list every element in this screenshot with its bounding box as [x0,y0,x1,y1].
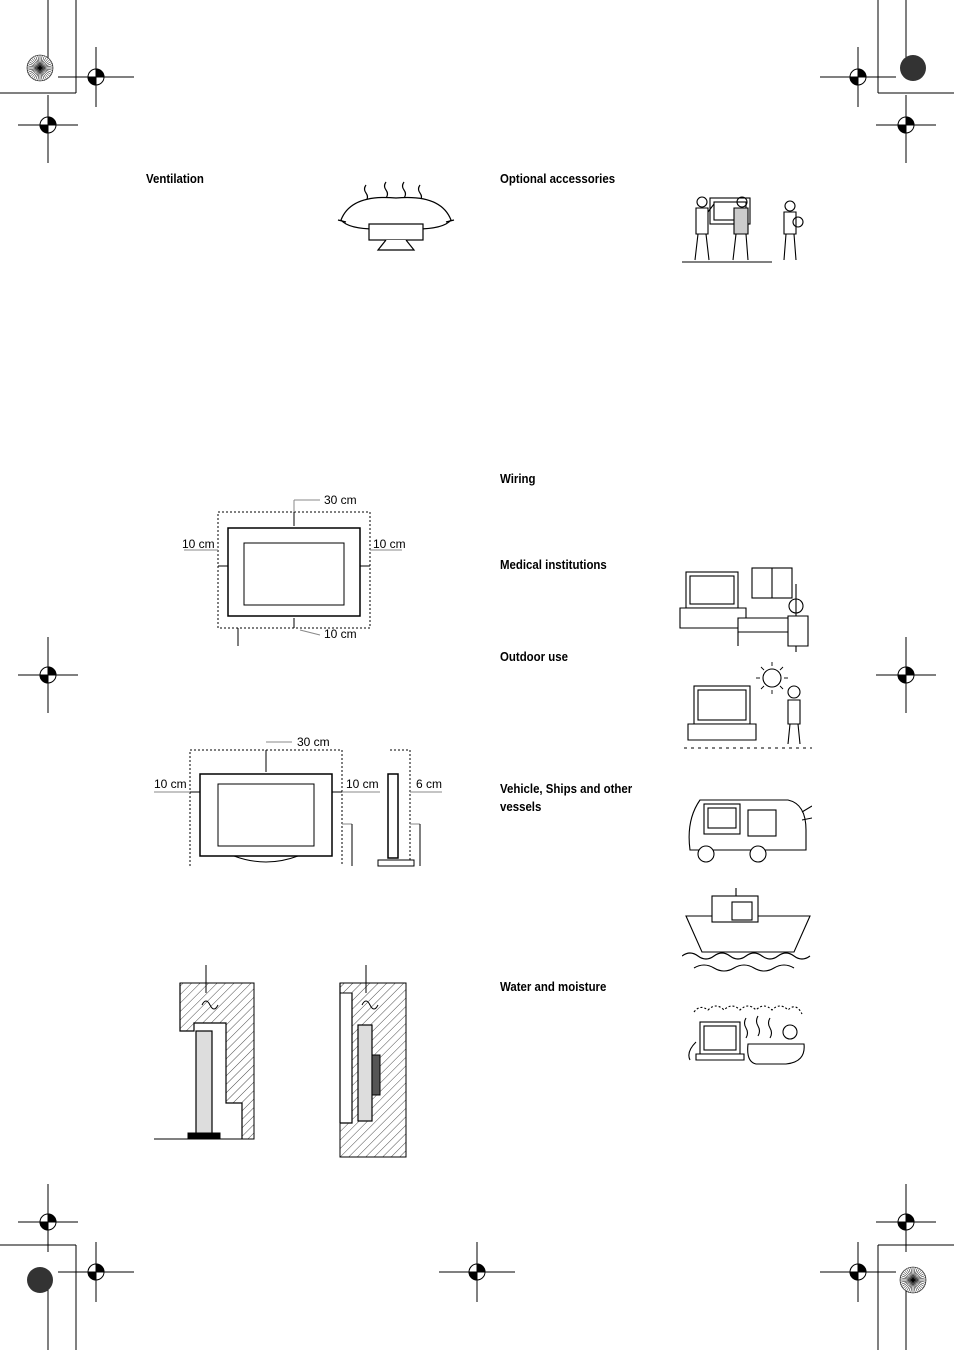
covered-tv-illustration [337,181,455,251]
wall-mount-installers-illustration [682,196,804,263]
dark-starburst-mark [900,55,926,81]
dark-starburst-mark [27,1267,53,1293]
stand-top-clearance-label: 30 cm [324,493,357,507]
wall-side-clearance-label: 6 cm [416,777,442,791]
bathroom-tv-illustration [688,1005,805,1065]
hospital-room-illustration [679,567,809,652]
stand-bottom-clearance-label: 10 cm [324,627,357,641]
vehicle-tv-illustration [688,799,812,863]
wall-top-clearance-label: 30 cm [297,735,330,749]
stand-left-clearance-label: 10 cm [182,537,215,551]
wall-left-clearance-label: 10 cm [154,777,187,791]
vehicle-ships-heading: Vehicle, Ships and other vessels [500,781,633,814]
water-moisture-heading: Water and moisture [500,979,607,994]
medical-institutions-heading: Medical institutions [500,557,607,572]
wall-clearance-diagram: 30 cm 10 cm 10 cm 6 cm [154,735,442,867]
wiring-heading: Wiring [500,471,536,486]
outdoor-tv-illustration [684,662,812,749]
outdoor-use-heading: Outdoor use [500,649,569,664]
ship-tv-illustration [682,888,811,972]
stand-clearance-diagram: 30 cm 10 cm 10 cm 10 cm [182,493,406,646]
optional-accessories-heading: Optional accessories [500,171,616,186]
wall-right-clearance-label: 10 cm [346,777,379,791]
stand-right-clearance-label: 10 cm [373,537,406,551]
blocked-airflow-diagram [154,965,407,1158]
registration-crosshairs [18,47,936,1302]
ventilation-heading: Ventilation [146,171,204,186]
